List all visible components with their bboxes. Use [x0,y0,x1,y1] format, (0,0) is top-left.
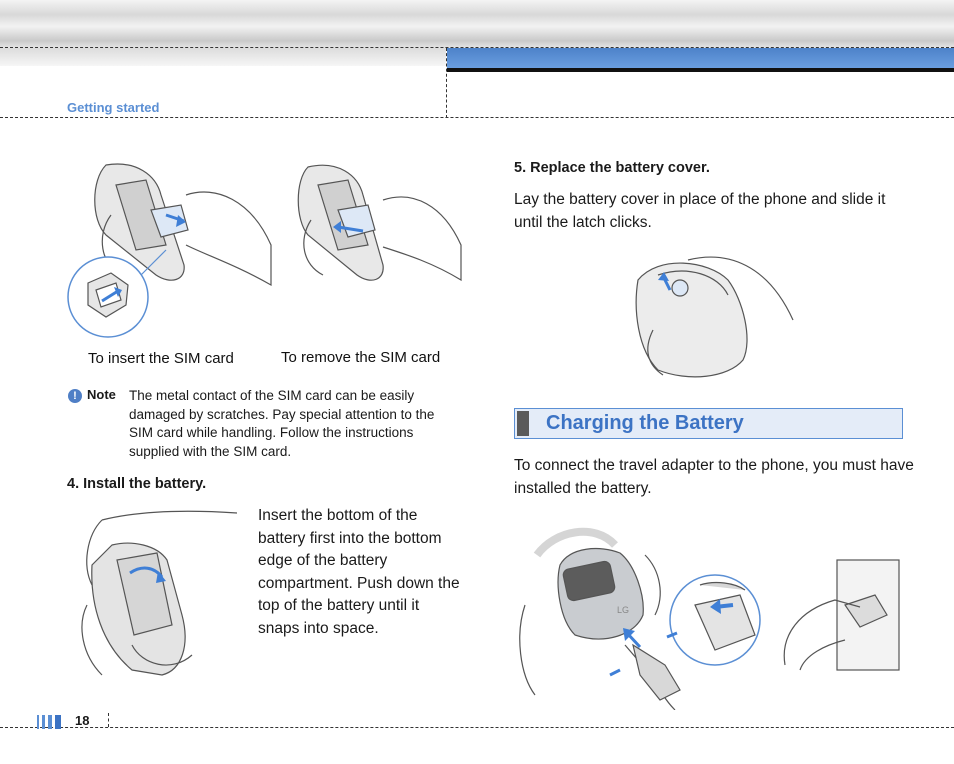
section-label: Getting started [67,100,160,115]
header-dashed-line [0,47,954,48]
page-number: 18 [75,713,90,728]
note-label: Note [87,387,116,402]
step5-heading: 5. Replace the battery cover. [514,160,710,176]
footer-dashed-line [0,727,954,728]
charging-illustration: LG [519,527,900,710]
sim-remove-illustration [297,164,462,282]
step4-text: Insert the bottom of the battery first i… [258,507,460,637]
note-icon: ! [68,389,82,403]
charging-text: To connect the travel adapter to the pho… [514,457,914,497]
battery-cover-illustration [635,256,794,378]
sim-remove-caption: To remove the SIM card [281,349,441,366]
charging-title: Charging the Battery [546,412,744,434]
sim-insert-illustration [67,163,272,338]
step4-heading: 4. Install the battery. [67,476,207,492]
header-band-lower [0,48,446,66]
step5-text: Lay the battery cover in place of the ph… [514,191,886,231]
header-bottom-dashed-line [0,117,954,118]
header-band [0,0,954,48]
header-divider [446,48,447,118]
charging-section-header: Charging the Battery [514,408,903,439]
sim-insert-caption: To insert the SIM card [88,350,234,367]
battery-install-illustration [81,510,238,676]
phone-logo: LG [617,605,629,615]
footer-stripes [37,713,61,729]
header-blue-bar [447,48,954,72]
section-marker [517,411,529,436]
footer-divider [108,713,109,727]
note-text: The metal contact of the SIM card can be… [129,388,435,459]
